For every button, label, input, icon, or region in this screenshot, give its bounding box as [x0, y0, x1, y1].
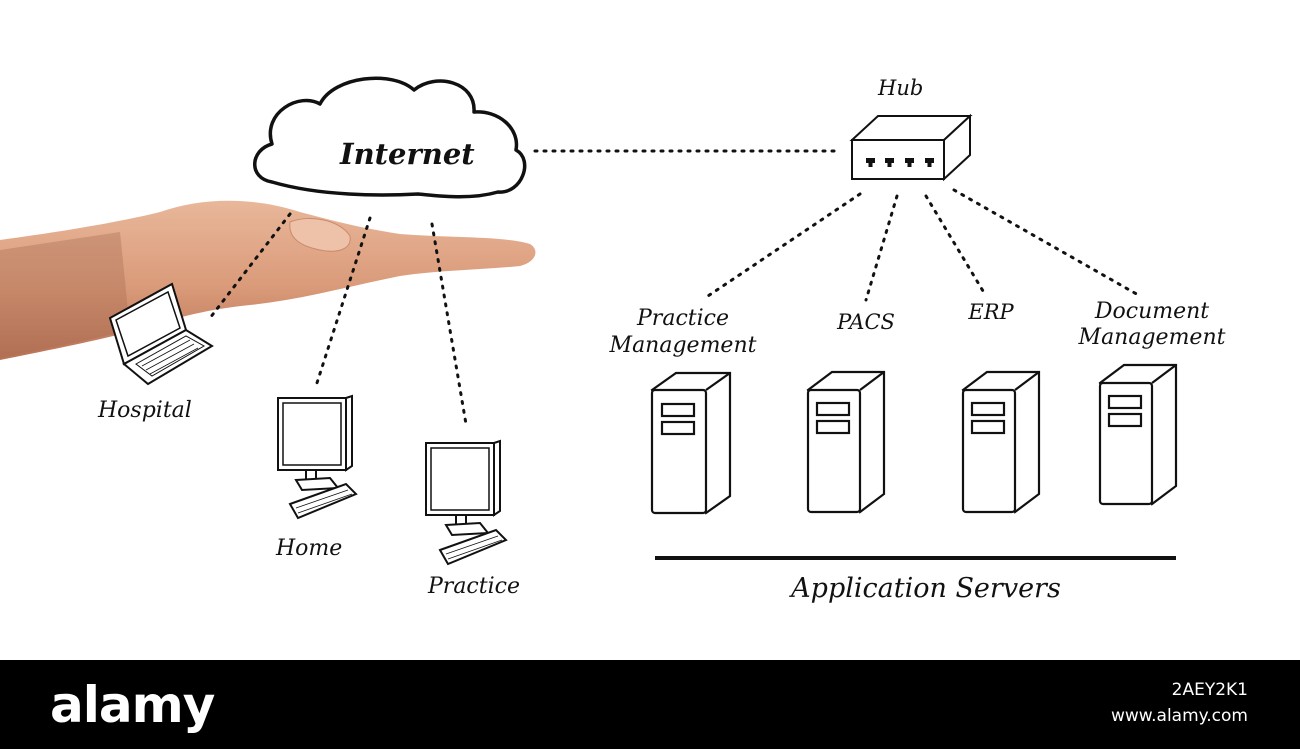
server-tower-icon — [806, 370, 886, 514]
alamy-logo: alamy — [50, 676, 215, 734]
link-document-management — [952, 188, 1142, 298]
laptop-icon — [108, 282, 214, 386]
document-management-label-line2: Management — [1078, 325, 1226, 350]
application-servers-label: Application Servers — [791, 573, 1061, 604]
desktop-computer-home-icon — [277, 394, 358, 520]
image-id: 2AEY2K1 — [1171, 680, 1248, 700]
internet-cloud — [253, 76, 527, 199]
document-management-label-line1: Document — [1094, 299, 1210, 324]
practice-label: Practice — [428, 574, 520, 599]
hospital-label: Hospital — [98, 398, 192, 423]
server-tower-icon — [650, 371, 732, 515]
practice-management-label-line1: Practice — [637, 306, 729, 331]
erp-label: ERP — [968, 300, 1014, 324]
link-hospital — [208, 212, 292, 320]
connection-lines — [208, 149, 1142, 426]
server-tower-icon — [1098, 363, 1178, 506]
network-diagram — [0, 76, 1178, 566]
desktop-computer-practice-icon — [425, 439, 508, 566]
link-pacs — [864, 194, 899, 302]
link-practice — [430, 222, 468, 426]
link-erp — [924, 194, 988, 298]
watermark-footer: alamy 2AEY2K1 www.alamy.com — [0, 660, 1300, 749]
home-label: Home — [276, 536, 343, 561]
site-url: www.alamy.com — [1110, 706, 1248, 726]
link-practice-management — [703, 192, 862, 300]
internet-label: Internet — [340, 137, 475, 171]
link-home — [314, 216, 372, 388]
diagram-canvas: Internet Hub Hospital Home Practice Prac… — [0, 76, 1226, 604]
hand-image — [0, 200, 536, 360]
server-tower-icon — [961, 370, 1041, 514]
hub-device — [849, 113, 973, 182]
pacs-label: PACS — [837, 310, 895, 334]
practice-management-label-line2: Management — [609, 333, 757, 358]
hub-label: Hub — [878, 76, 924, 100]
